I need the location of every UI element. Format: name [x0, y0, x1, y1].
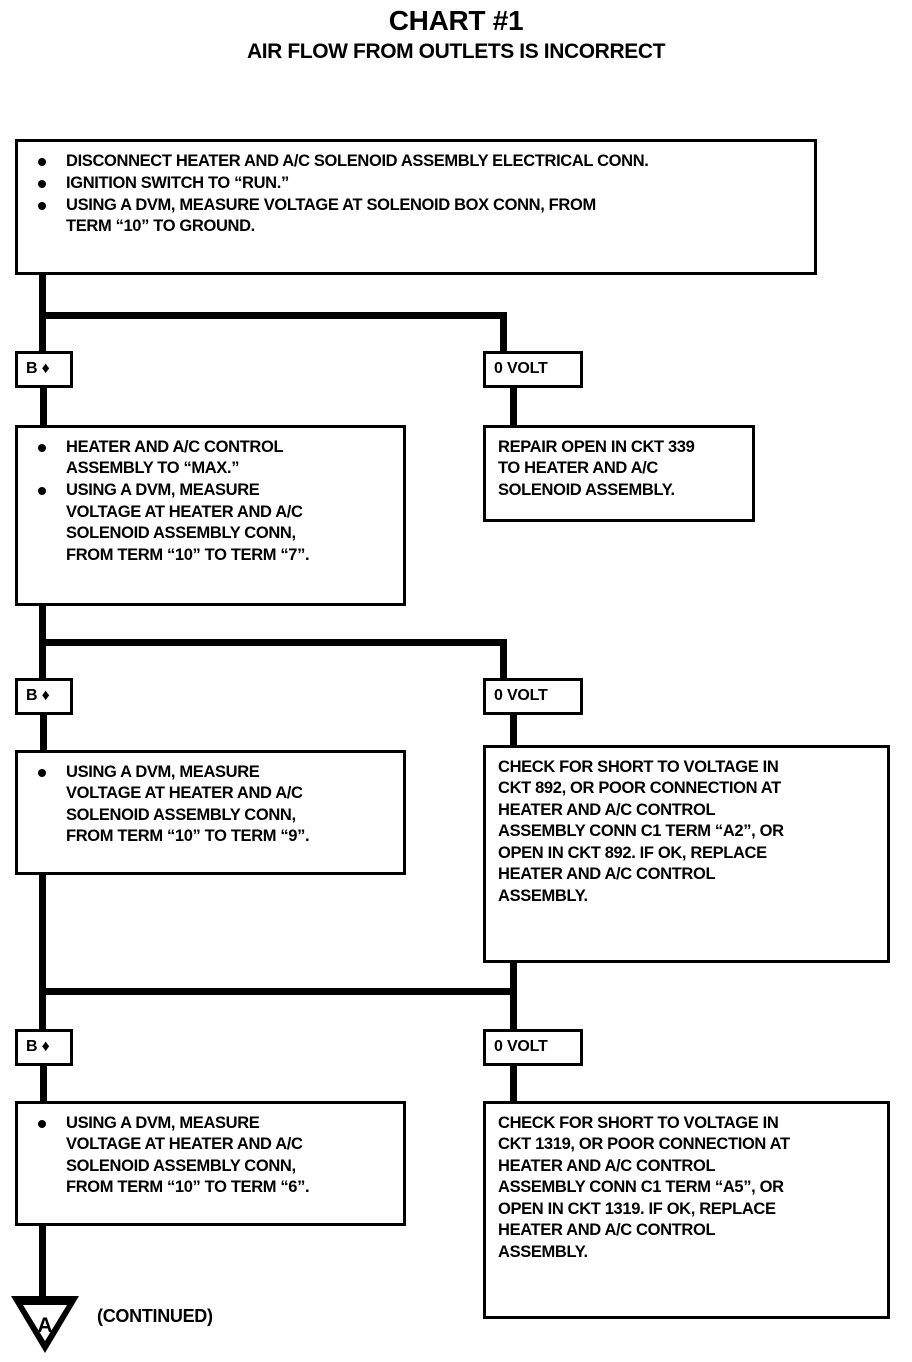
step4-bullet-list: USING A DVM, MEASURE VOLTAGE AT HEATER A…: [30, 1113, 393, 1199]
list-item: DISCONNECT HEATER AND A/C SOLENOID ASSEM…: [30, 151, 804, 172]
label-branch3-zerovolt: 0 VOLT: [483, 1029, 583, 1066]
connector-zerovolt3-to-result3: [510, 1066, 517, 1102]
node-result3: CHECK FOR SHORT TO VOLTAGE IN CKT 1319, …: [483, 1101, 890, 1319]
node-step2: HEATER AND A/C CONTROL ASSEMBLY TO “MAX.…: [15, 425, 406, 606]
label-branch1-zerovolt: 0 VOLT: [483, 351, 583, 388]
connector-branch3-horizontal: [39, 988, 517, 995]
node-result2: CHECK FOR SHORT TO VOLTAGE IN CKT 892, O…: [483, 745, 890, 963]
connector-branch1-horizontal: [39, 312, 507, 319]
connector-zerovolt2-to-result2: [510, 715, 517, 751]
connector-step4-to-terminal: [39, 1226, 46, 1298]
connector-branch3-left-down: [39, 988, 46, 1030]
list-item: HEATER AND A/C CONTROL ASSEMBLY TO “MAX.…: [30, 437, 393, 480]
label-branch2-bplus: B ♦: [15, 678, 73, 715]
list-item: USING A DVM, MEASURE VOLTAGE AT SOLENOID…: [30, 195, 804, 238]
terminal-connector-a: A: [8, 1292, 82, 1356]
connector-bplus2-to-step3: [40, 715, 47, 751]
connector-branch2-left-down: [39, 639, 46, 679]
triangle-a-icon: A: [11, 1296, 79, 1353]
terminal-label: A: [37, 1314, 52, 1337]
label-branch1-bplus: B ♦: [15, 351, 73, 388]
step1-bullet-list: DISCONNECT HEATER AND A/C SOLENOID ASSEM…: [30, 151, 804, 238]
page-title: CHART #1: [388, 5, 524, 36]
connector-zerovolt1-to-result1: [510, 388, 517, 426]
step3-bullet-list: USING A DVM, MEASURE VOLTAGE AT HEATER A…: [30, 762, 393, 848]
connector-step2-down: [39, 606, 46, 646]
connector-bplus3-to-step4: [40, 1066, 47, 1102]
connector-branch2-right-down: [500, 639, 507, 679]
node-result1: REPAIR OPEN IN CKT 339 TO HEATER AND A/C…: [483, 425, 755, 522]
list-item: IGNITION SWITCH TO “RUN.”: [30, 173, 804, 194]
label-branch2-zerovolt: 0 VOLT: [483, 678, 583, 715]
continued-note: (CONTINUED): [97, 1306, 213, 1326]
connector-branch1-left-down: [39, 312, 46, 352]
connector-branch2-horizontal: [39, 639, 507, 646]
node-step4: USING A DVM, MEASURE VOLTAGE AT HEATER A…: [15, 1101, 406, 1226]
list-item: USING A DVM, MEASURE VOLTAGE AT HEATER A…: [30, 762, 393, 848]
connector-step1-down: [39, 275, 46, 315]
node-step1: DISCONNECT HEATER AND A/C SOLENOID ASSEM…: [15, 139, 817, 275]
node-step3: USING A DVM, MEASURE VOLTAGE AT HEATER A…: [15, 750, 406, 875]
page-subtitle: AIR FLOW FROM OUTLETS IS INCORRECT: [246, 40, 666, 63]
connector-step3-down: [39, 875, 46, 993]
label-branch3-bplus: B ♦: [15, 1029, 73, 1066]
connector-branch3-right-down: [510, 963, 517, 1031]
list-item: USING A DVM, MEASURE VOLTAGE AT HEATER A…: [30, 1113, 393, 1199]
connector-bplus1-to-step2: [40, 388, 47, 426]
step2-bullet-list: HEATER AND A/C CONTROL ASSEMBLY TO “MAX.…: [30, 437, 393, 566]
list-item: USING A DVM, MEASURE VOLTAGE AT HEATER A…: [30, 480, 393, 566]
connector-branch1-right-down: [500, 312, 507, 352]
